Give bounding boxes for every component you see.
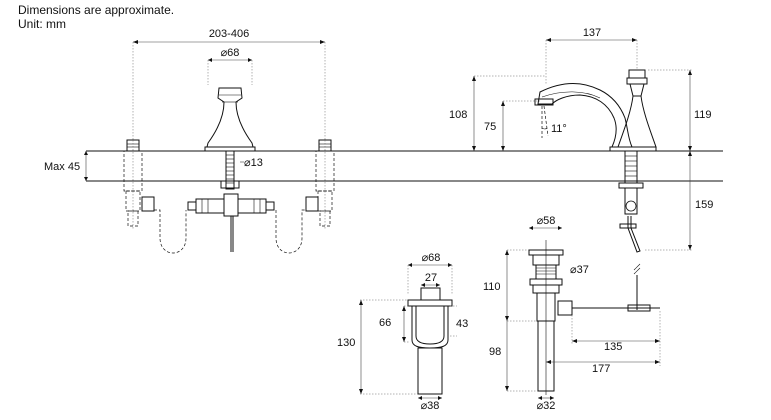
- handle-diameter-label: ⌀68: [221, 47, 240, 59]
- overall-height-label: 119: [694, 109, 712, 121]
- spread-dimension: 203-406: [132, 28, 326, 140]
- spout-height-label: 108: [449, 109, 467, 121]
- max-deck-label: Max 45: [44, 161, 80, 173]
- spout-handle: [617, 69, 657, 148]
- escutcheon-bottom-diameter-label: ⌀38: [421, 400, 440, 412]
- spout-outlet-label: 75: [484, 121, 496, 133]
- escutcheon-detail: ⌀68 27 66 43 130 ⌀38: [337, 252, 468, 412]
- drain-bottom-diameter-label: ⌀32: [537, 400, 556, 412]
- center-handle: [204, 87, 256, 152]
- spout-angle-label: 11°: [551, 123, 567, 135]
- spout-body: [534, 82, 657, 152]
- spout-angle: 11°: [541, 105, 567, 138]
- max-deck-dimension: Max 45: [44, 151, 88, 181]
- drain-upper-height-label: 110: [483, 281, 501, 293]
- unit-note: Unit: mm: [18, 17, 66, 31]
- spout-outlet-dimension: 75: [484, 100, 540, 151]
- drain-lower-height-label: 98: [489, 346, 501, 358]
- spread-label: 203-406: [209, 28, 249, 40]
- drain-flange-diameter-label: ⌀37: [570, 264, 589, 276]
- spout-reach-label: 137: [583, 27, 601, 39]
- escutcheon-total-label: 130: [337, 337, 355, 349]
- left-valve: [123, 139, 155, 230]
- dimensions-note: Dimensions are approximate.: [18, 3, 175, 17]
- escutcheon-inner-label: 27: [425, 272, 437, 284]
- drain-rod-177-label: 177: [592, 363, 610, 375]
- shank-diameter-label: ⌀13: [244, 157, 263, 169]
- spout-reach-dimension: 137: [545, 27, 638, 85]
- overall-height-dimension: 119: [648, 69, 712, 151]
- popup-drain: ⌀58 ⌀37 110 98 135 177: [483, 215, 661, 412]
- below-deck-label: 159: [695, 199, 713, 211]
- drain-rod-135-label: 135: [604, 341, 622, 353]
- center-shank: ⌀13: [220, 150, 263, 190]
- below-deck-dimension: 159: [645, 151, 713, 251]
- escutcheon-height-label: 66: [379, 317, 391, 329]
- escutcheon-diameter-label: ⌀68: [422, 252, 441, 264]
- spout-shank: [618, 150, 644, 310]
- drain-top-diameter-label: ⌀58: [537, 215, 556, 227]
- escutcheon-opening-label: 43: [456, 318, 468, 330]
- right-valve: [305, 139, 335, 230]
- supply-hoses: [154, 209, 306, 254]
- spout-height-dimension: 108: [449, 75, 545, 151]
- handle-diameter-dimension: ⌀68: [207, 47, 253, 85]
- mixing-tee: [187, 193, 275, 252]
